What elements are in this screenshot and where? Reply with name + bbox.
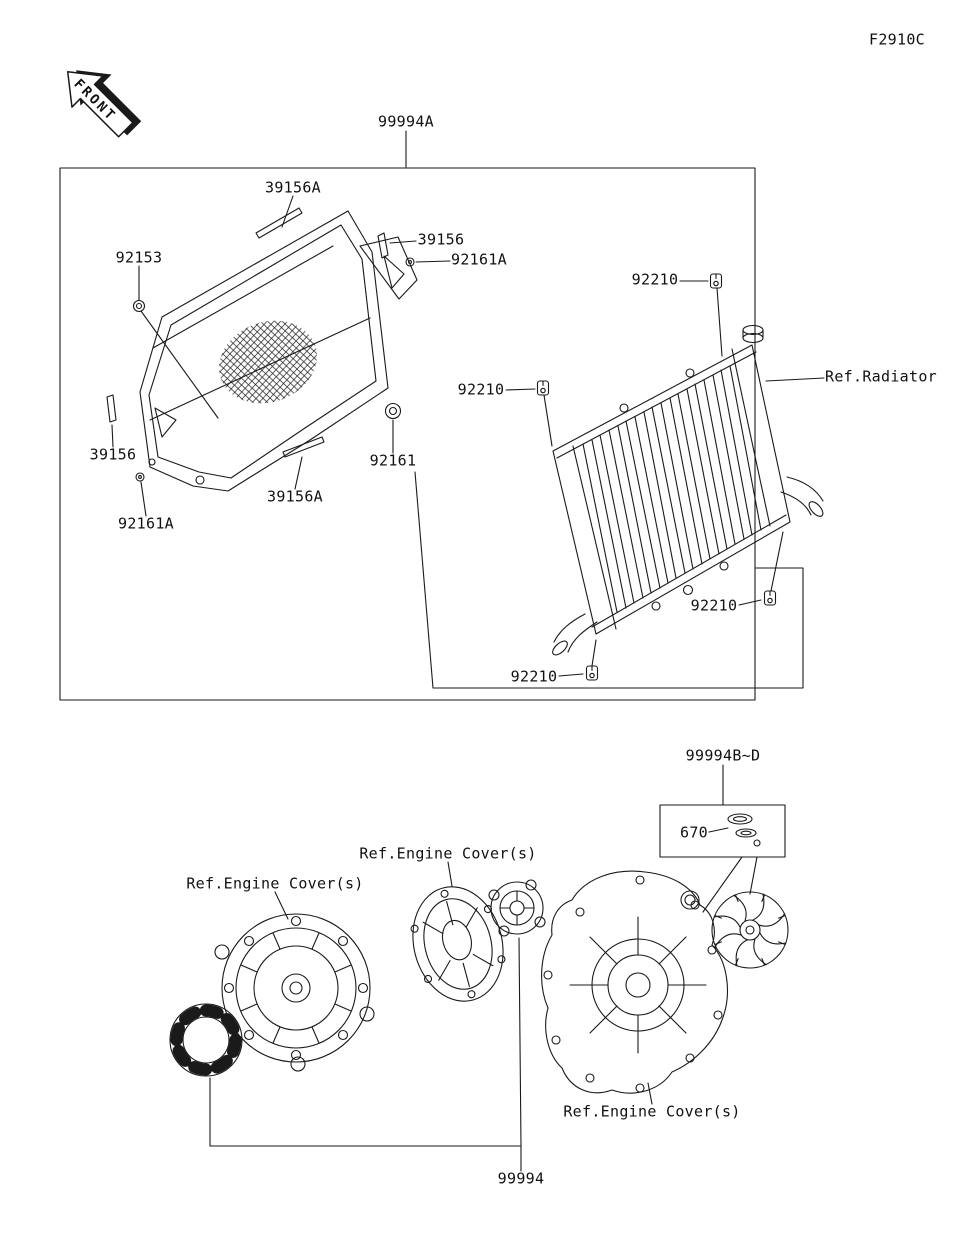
kit-670-box <box>659 804 786 858</box>
callout-bolt: 92153 <box>115 248 163 267</box>
grommet-drawing <box>384 402 402 420</box>
bolt-drawing <box>132 299 146 313</box>
callout-screw-top: 92161A <box>451 250 507 269</box>
callout-ref-radiator: Ref.Radiator <box>825 367 937 386</box>
annex-outline <box>414 471 804 689</box>
callout-ref-engine-cover-left: Ref.Engine Cover(s) <box>186 874 364 893</box>
main-parts-box <box>59 167 756 701</box>
radiator-drawing <box>552 324 824 656</box>
callout-screw-bottom: 92161A <box>118 514 174 533</box>
callout-kit-bd: 99994B~D <box>685 746 761 765</box>
screw-bottom-drawing <box>135 472 145 482</box>
generator-cover-drawing <box>541 870 728 1094</box>
callout-damper-right: 92210 <box>690 596 738 615</box>
callout-kit-main: 99994 <box>497 1169 545 1188</box>
callout-damper-top: 92210 <box>631 270 679 289</box>
front-arrow-icon: FRONT <box>66 70 142 138</box>
callout-damper-left: 92210 <box>457 380 505 399</box>
damper-clip <box>709 273 723 289</box>
damper-clip <box>585 665 599 681</box>
callout-damper-bottom: 92210 <box>510 667 558 686</box>
oring-drawing <box>727 813 761 847</box>
page-code: F2910C <box>869 30 925 49</box>
callout-grommet: 92161 <box>369 451 417 470</box>
callout-strip-bottom: 39156A <box>267 487 323 506</box>
damper-clip <box>536 380 550 396</box>
leader-lines <box>111 130 825 1172</box>
cap-cover-drawing <box>488 879 546 937</box>
callout-ref-engine-cover-center: Ref.Engine Cover(s) <box>359 844 537 863</box>
fan-cover-drawing <box>711 891 789 969</box>
callout-kit-a: 99994A <box>378 112 434 131</box>
screen-guard-drawing <box>139 210 418 492</box>
callout-oring: 670 <box>680 823 708 842</box>
pin-left-drawing <box>106 394 117 423</box>
ring-protector-drawing <box>169 1003 243 1077</box>
clutch-cover-drawing <box>214 913 375 1072</box>
trim-strip-top <box>255 207 303 239</box>
callout-strip-top: 39156A <box>265 178 321 197</box>
callout-pin-top: 39156 <box>417 230 465 249</box>
callout-pin-left: 39156 <box>89 445 137 464</box>
damper-clip <box>763 590 777 606</box>
pin-top-drawing <box>377 232 389 259</box>
oval-cover-drawing <box>410 886 506 1002</box>
callout-ref-engine-cover-right: Ref.Engine Cover(s) <box>563 1102 741 1121</box>
screw-top-drawing <box>405 257 415 267</box>
trim-strip-bottom <box>282 436 325 458</box>
